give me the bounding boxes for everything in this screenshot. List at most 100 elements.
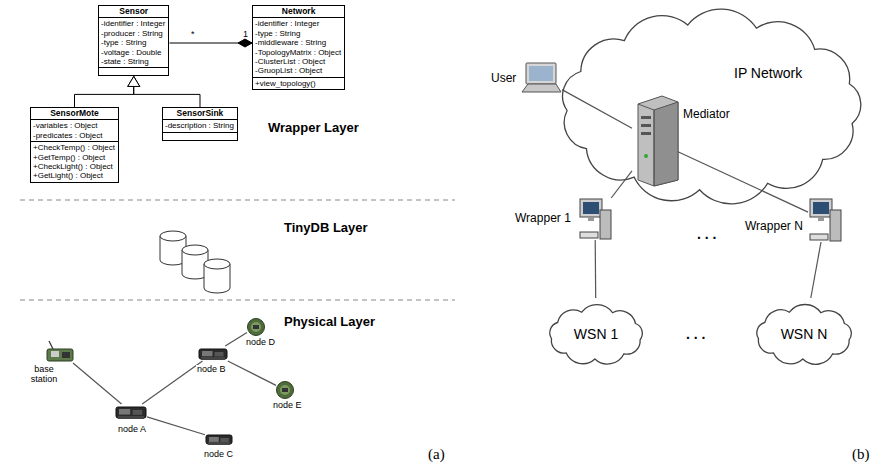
node-label: node D xyxy=(245,338,276,348)
connector xyxy=(562,90,632,129)
node-label: WSN N xyxy=(780,327,829,342)
network-cloud: WSN N xyxy=(745,298,863,372)
inheritance-triangle xyxy=(128,76,140,86)
layer-separator xyxy=(20,200,455,201)
connector-line xyxy=(228,361,276,385)
mote-icon xyxy=(205,432,233,446)
method-line: +CheckTemp() : Object xyxy=(33,143,115,152)
attribute-line: -GruopList : Object xyxy=(255,66,341,75)
connector xyxy=(73,363,122,404)
attribute-line: -identifier : Integer xyxy=(101,19,165,28)
node-label: node B xyxy=(196,365,227,375)
attribute-line: -type : String xyxy=(255,29,341,38)
mote-icon xyxy=(198,346,228,361)
cloud-outline xyxy=(545,2,877,212)
method-line: +CheckLight() : Object xyxy=(33,162,115,171)
device-node: base station xyxy=(45,341,75,363)
connector-line xyxy=(147,417,205,435)
attribute-compartment: -description : String xyxy=(163,119,237,131)
cloud-path xyxy=(757,305,851,365)
class-name: Sensor xyxy=(99,6,168,17)
device-node: User xyxy=(520,62,562,94)
attribute-line: -ClusterList : Object xyxy=(255,57,341,66)
attribute-compartment: -variables : Object-predicates : Object xyxy=(31,119,118,141)
class-box: SensorSink-description : String xyxy=(162,107,238,141)
inheritance-triangle xyxy=(128,76,140,86)
connector-line xyxy=(225,333,247,347)
node-label: node E xyxy=(272,401,303,411)
connector xyxy=(170,39,253,47)
server-icon xyxy=(632,96,678,186)
pc-icon xyxy=(578,198,612,240)
attribute-line: -TopologyMatrix : Object xyxy=(255,48,341,57)
mote-icon xyxy=(115,404,147,420)
panel-tag: (a) xyxy=(428,446,445,463)
attribute-line: -description : String xyxy=(165,121,234,130)
node-label: Wrapper N xyxy=(744,220,804,233)
connector xyxy=(128,76,200,107)
attribute-line: -identifier : Integer xyxy=(255,19,341,28)
connector-line xyxy=(595,240,597,298)
connector xyxy=(611,171,632,198)
base-icon xyxy=(45,341,75,363)
node-label: Mediator xyxy=(682,108,731,121)
connector xyxy=(147,417,205,435)
cloud-path xyxy=(550,305,643,364)
method-line: +GetLight() : Object xyxy=(33,171,115,180)
connector-line xyxy=(562,90,632,129)
pc-icon xyxy=(808,198,842,242)
method-line: +GetTemp() : Object xyxy=(33,153,115,162)
layer-title: Wrapper Layer xyxy=(268,120,359,135)
laptop-icon xyxy=(520,62,562,94)
node-label: node A xyxy=(117,425,147,435)
attribute-line: -variables : Object xyxy=(33,121,115,130)
attribute-line: -state : String xyxy=(101,57,165,66)
attribute-line: -predicates : Object xyxy=(33,131,115,140)
composition-diamond xyxy=(238,39,252,47)
connector xyxy=(228,361,276,385)
connector-line xyxy=(134,76,200,107)
connector-line xyxy=(73,363,122,404)
connector xyxy=(75,76,140,107)
layer-title: Physical Layer xyxy=(284,314,375,329)
class-box: Network -identifier : Integer-type : Stri… xyxy=(252,5,345,90)
attribute-line: -middleware : String xyxy=(255,38,341,47)
attribute-line: -producer : String xyxy=(101,29,165,38)
ellipsis: . . . xyxy=(686,326,705,342)
layer-separator xyxy=(20,300,455,301)
ellipsis: . . . xyxy=(697,226,716,242)
node-label: Wrapper 1 xyxy=(514,212,572,225)
connector xyxy=(678,152,808,212)
method-line: +view_topology() xyxy=(255,79,341,88)
device-node: node C xyxy=(205,432,233,446)
device-node: Mediator xyxy=(632,96,678,186)
device-node: Wrapper N xyxy=(808,198,842,242)
database-cylinders xyxy=(160,231,230,293)
device-node: node E xyxy=(276,381,294,399)
class-name: Network xyxy=(253,6,344,17)
device-node: Wrapper 1 xyxy=(578,198,612,240)
class-box: Sensor-identifier : Integer-producer : S… xyxy=(98,5,169,76)
connector-line xyxy=(678,152,808,212)
disc-icon xyxy=(276,381,294,399)
disc-icon xyxy=(247,318,265,336)
panel-tag: (b) xyxy=(852,446,870,463)
connector xyxy=(142,361,202,404)
method-compartment xyxy=(163,132,237,140)
network-cloud: WSN 1 xyxy=(538,298,654,372)
connector xyxy=(595,240,597,298)
connector-line xyxy=(75,76,134,107)
node-label: WSN 1 xyxy=(573,327,619,342)
class-name: SensorMote xyxy=(31,108,118,119)
class-box: SensorMote-variables : Object-predicates… xyxy=(30,107,119,183)
device-node: node D xyxy=(247,318,265,336)
method-compartment: +CheckTemp() : Object+GetTemp() : Object… xyxy=(31,141,118,182)
cloud-path xyxy=(563,9,861,204)
node-label: IP Network xyxy=(733,66,803,81)
attribute-compartment: -identifier : Integer-producer : String-… xyxy=(99,17,168,67)
method-compartment: +view_topology() xyxy=(253,77,344,89)
attribute-line: -type : String xyxy=(101,38,165,47)
node-label: base station xyxy=(23,365,65,385)
connector xyxy=(225,333,247,347)
